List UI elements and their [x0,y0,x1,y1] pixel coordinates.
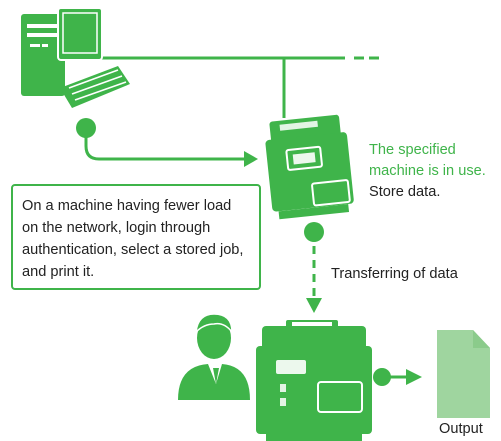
network-line [100,56,379,118]
desktop-computer-icon [21,7,130,108]
output-arrow [373,368,422,386]
output-label: Output [439,421,483,437]
multifunction-printer-icon [265,114,354,220]
output-printer-icon [256,320,372,441]
connector-arrow [76,118,258,167]
person-icon [178,313,250,400]
transfer-arrow [304,222,324,313]
machine-in-use-label: The specified machine is in use. [369,142,486,179]
transfer-label: Transferring of data [331,266,458,282]
instruction-note: On a machine having fewer load on the ne… [11,184,261,290]
document-icon [437,330,490,418]
store-data-label: Store data. [369,184,441,200]
